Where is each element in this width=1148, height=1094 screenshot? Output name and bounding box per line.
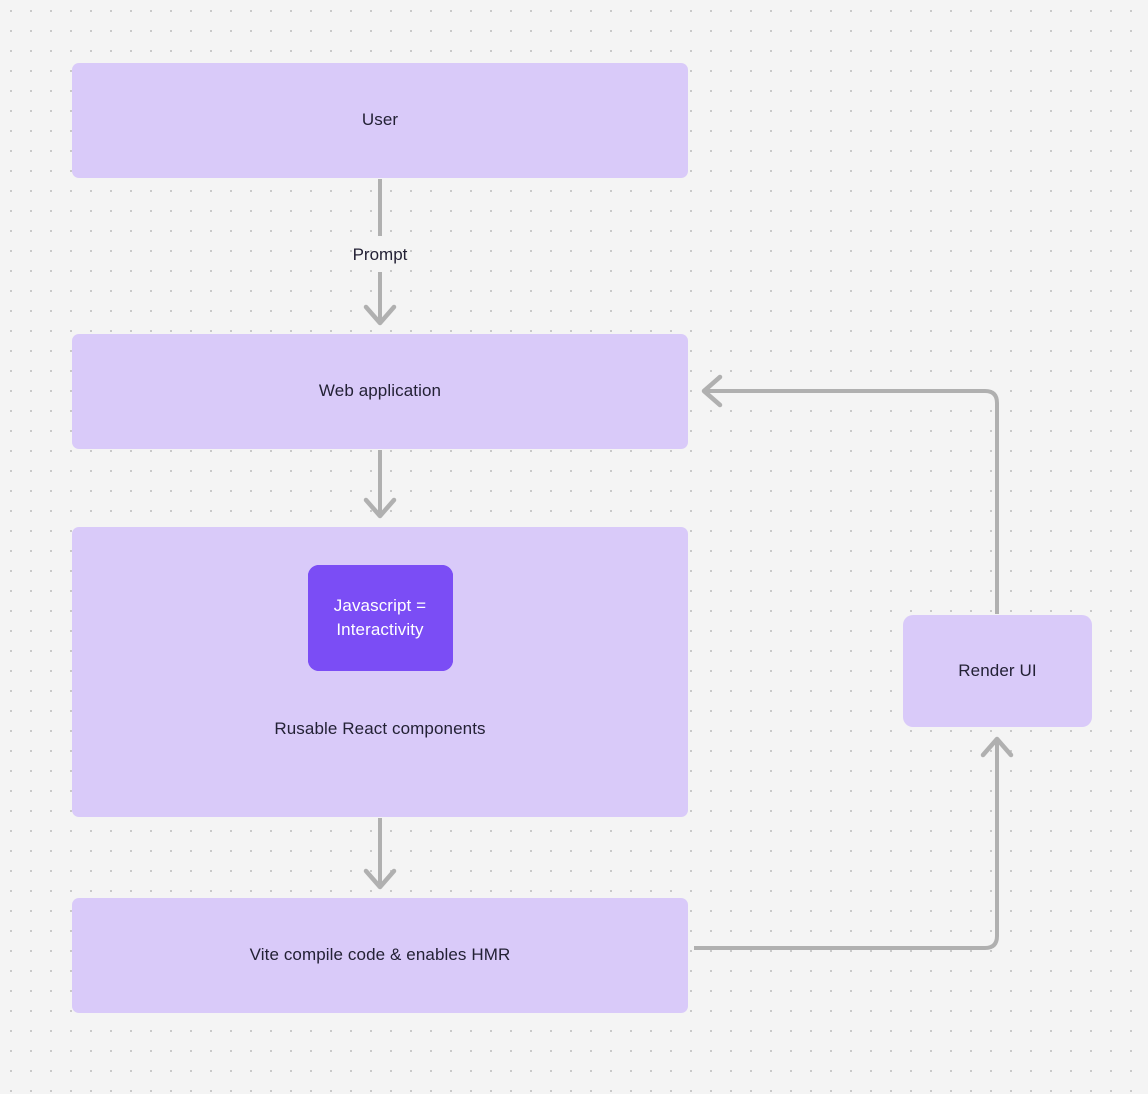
inner-box-javascript[interactable]: Javascript = Interactivity bbox=[307, 565, 453, 671]
inner-box-javascript-line2: Interactivity bbox=[336, 620, 424, 639]
node-vite-label: Vite compile code & enables HMR bbox=[249, 945, 511, 965]
node-react-components-group[interactable]: HTML = structure CSS = Styles & Layouts … bbox=[72, 527, 688, 817]
edge-label-prompt: Prompt bbox=[352, 245, 408, 264]
node-render-ui[interactable]: Render UI bbox=[903, 615, 1092, 727]
group-caption: Rusable React components bbox=[274, 719, 486, 738]
inner-box-javascript-label: Javascript = Interactivity bbox=[334, 594, 426, 642]
node-render-ui-label: Render UI bbox=[958, 660, 1037, 680]
edge-group-to-vite bbox=[363, 818, 397, 890]
node-web-application[interactable]: Web application bbox=[72, 334, 688, 449]
node-vite[interactable]: Vite compile code & enables HMR bbox=[72, 898, 688, 1013]
node-web-application-label: Web application bbox=[318, 381, 442, 401]
node-user-label: User bbox=[361, 110, 399, 130]
inner-box-javascript-line1: Javascript = bbox=[333, 595, 427, 615]
edge-webapp-to-group bbox=[363, 450, 397, 519]
edge-vite-to-render bbox=[694, 736, 1014, 950]
edge-render-to-webapp bbox=[701, 374, 999, 614]
node-user[interactable]: User bbox=[72, 63, 688, 178]
